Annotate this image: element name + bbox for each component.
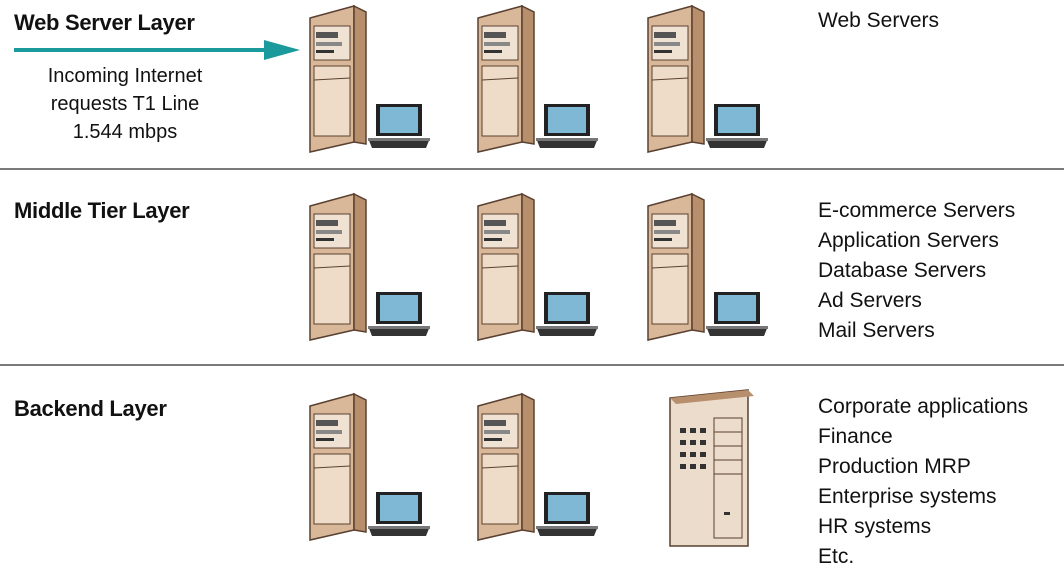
label-enterprise-systems: Enterprise systems [818, 482, 1028, 512]
incoming-line-3: 1.544 mbps [20, 118, 230, 146]
label-mail-servers: Mail Servers [818, 316, 1015, 346]
server-tower-icon [292, 192, 372, 342]
middle-tier-layer-title: Middle Tier Layer [14, 198, 189, 224]
mainframe-icon [664, 388, 756, 548]
laptop-icon [366, 102, 432, 150]
incoming-requests-text: Incoming Internet requests T1 Line 1.544… [20, 62, 230, 146]
backend-layer-title: Backend Layer [14, 396, 167, 422]
label-web-servers: Web Servers [818, 6, 939, 36]
label-corporate-applications: Corporate applications [818, 392, 1028, 422]
server-tower-icon [292, 392, 372, 542]
server-tower-icon [630, 4, 710, 154]
label-application-servers: Application Servers [818, 226, 1015, 256]
server-tower-icon [460, 192, 540, 342]
middle-layer-labels: E-commerce Servers Application Servers D… [818, 196, 1015, 346]
web-server-layer-title: Web Server Layer [14, 10, 195, 36]
laptop-icon [534, 290, 600, 338]
server-tower-icon [460, 392, 540, 542]
laptop-icon [366, 490, 432, 538]
incoming-line-2: requests T1 Line [20, 90, 230, 118]
label-database-servers: Database Servers [818, 256, 1015, 286]
divider-middle-backend [0, 364, 1064, 366]
server-tower-icon [292, 4, 372, 154]
web-layer-labels: Web Servers [818, 6, 939, 36]
laptop-icon [704, 290, 770, 338]
label-finance: Finance [818, 422, 1028, 452]
incoming-line-1: Incoming Internet [20, 62, 230, 90]
arrow-icon [14, 38, 304, 62]
label-etc: Etc. [818, 542, 1028, 572]
label-ecommerce-servers: E-commerce Servers [818, 196, 1015, 226]
laptop-icon [704, 102, 770, 150]
label-ad-servers: Ad Servers [818, 286, 1015, 316]
server-tower-icon [630, 192, 710, 342]
laptop-icon [534, 102, 600, 150]
label-production-mrp: Production MRP [818, 452, 1028, 482]
divider-web-middle [0, 168, 1064, 170]
laptop-icon [366, 290, 432, 338]
laptop-icon [534, 490, 600, 538]
backend-layer-labels: Corporate applications Finance Productio… [818, 392, 1028, 572]
label-hr-systems: HR systems [818, 512, 1028, 542]
server-tower-icon [460, 4, 540, 154]
